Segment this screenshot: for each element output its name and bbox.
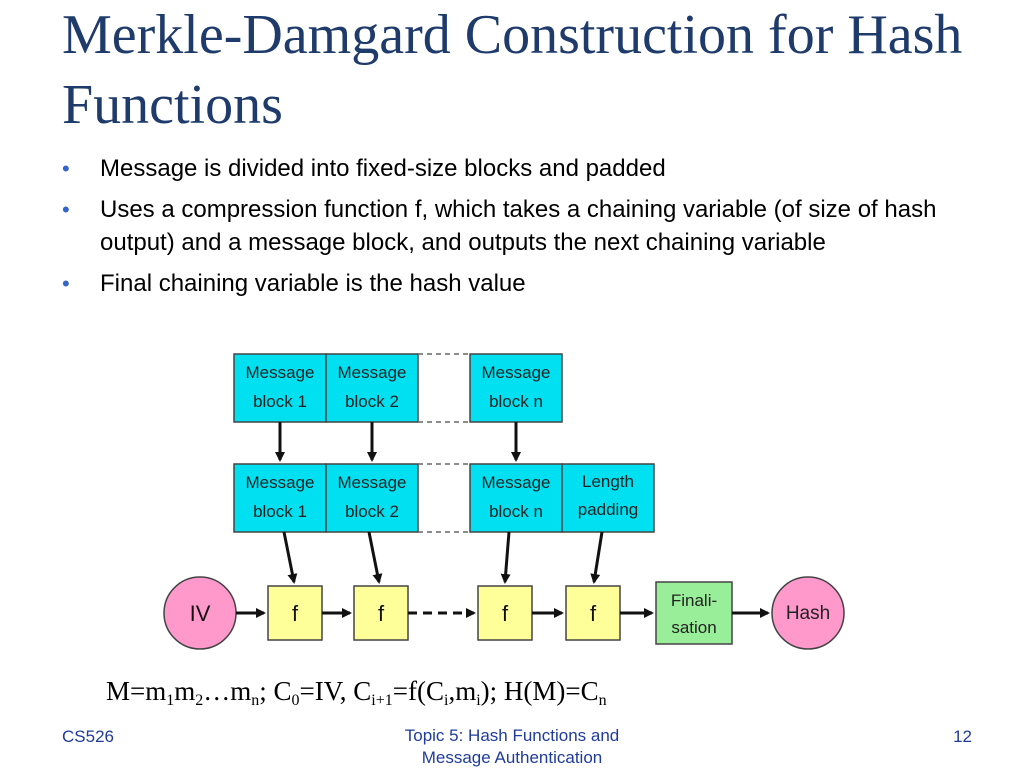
f-box-last-label: f — [590, 601, 597, 626]
formula-part: …m — [203, 676, 252, 706]
top-block-2: Message block 2 — [325, 353, 419, 423]
formula-part: =IV, C — [299, 676, 372, 706]
padded-block-n-line1: Message — [482, 473, 551, 492]
formula-subscript: n — [598, 692, 607, 709]
padded-dashed-gap — [418, 463, 470, 533]
bullet-item: • Uses a compression function f, which ta… — [62, 193, 962, 259]
padded-block-1: Message block 1 — [233, 463, 327, 533]
top-block-2-line2: block 2 — [345, 392, 399, 411]
bullet-text: Final chaining variable is the hash valu… — [100, 270, 526, 297]
f-box-last: f — [565, 585, 621, 641]
length-padding-line2: padding — [578, 500, 639, 519]
length-padding-line1: Length — [582, 472, 634, 491]
f-box-1: f — [267, 585, 323, 641]
formula-part: ,m — [448, 676, 477, 706]
bullet-text: Uses a compression function f, which tak… — [100, 196, 937, 256]
arrow-to-f2 — [367, 531, 383, 584]
footer-page-number: 12 — [953, 727, 972, 746]
top-block-1-line1: Message — [246, 363, 315, 382]
arrow-to-f-last — [590, 531, 604, 584]
bullet-item: • Message is divided into fixed-size bloc… — [62, 152, 962, 185]
iv-circle: IV — [163, 576, 237, 650]
bullet-dot-icon: • — [62, 271, 70, 296]
finalisation-line2: sation — [671, 618, 716, 637]
footer-topic: Topic 5: Hash Functions and Message Auth… — [404, 726, 620, 767]
top-block-n-line1: Message — [482, 363, 551, 382]
top-block-1: Message block 1 — [233, 353, 327, 423]
hash-label: Hash — [786, 603, 830, 624]
padded-block-n-line2: block n — [489, 502, 543, 521]
formula-subscript: i+1 — [371, 692, 393, 709]
f-box-2-label: f — [378, 601, 385, 626]
padded-block-1-line1: Message — [246, 473, 315, 492]
bullet-item: • Final chaining variable is the hash val… — [62, 267, 962, 300]
top-block-2-line1: Message — [338, 363, 407, 382]
formula-part: M=m — [106, 676, 167, 706]
formula-subscript: i — [476, 692, 481, 709]
formula-subscript: 0 — [291, 692, 300, 709]
hash-circle: Hash — [771, 576, 845, 650]
formula-part: =f(C — [392, 676, 444, 706]
padded-block-2-line1: Message — [338, 473, 407, 492]
arrow-to-fn — [500, 531, 511, 584]
formula-subscript: i — [443, 692, 449, 709]
finalisation-box: Finali- sation — [655, 581, 733, 645]
finalisation-line1: Finali- — [671, 591, 717, 610]
padded-block-2-line2: block 2 — [345, 502, 399, 521]
formula-part: ; C — [259, 676, 292, 706]
bullet-dot-icon: • — [62, 197, 70, 222]
formula-part: m — [174, 676, 196, 706]
bullet-text: Message is divided into fixed-size block… — [100, 155, 666, 182]
top-dashed-gap — [418, 353, 470, 423]
formula-subscript: 2 — [195, 692, 204, 709]
formula-subscript: n — [251, 692, 260, 709]
top-block-n: Message block n — [469, 353, 563, 423]
f-box-n: f — [477, 585, 533, 641]
bullet-list: • Message is divided into fixed-size bloc… — [62, 152, 962, 308]
iv-label: IV — [190, 601, 211, 626]
slide-title: Merkle-Damgard Construction for Hash Fun… — [62, 4, 963, 136]
padded-block-1-line2: block 1 — [253, 502, 307, 521]
formula-subscript: 1 — [166, 692, 175, 709]
padded-block-n: Message block n — [469, 463, 563, 533]
formula-part: ); H(M)=C — [480, 676, 599, 706]
f-box-1-label: f — [292, 601, 299, 626]
footer-course: CS526 — [62, 727, 114, 746]
bullet-dot-icon: • — [62, 156, 70, 181]
length-padding-block: Length padding — [561, 463, 655, 533]
f-box-2: f — [353, 585, 409, 641]
f-box-n-label: f — [502, 601, 509, 626]
formula: M=m1m2…mn; C0=IV, Ci+1=f(Ci,mi); H(M)=Cn — [106, 676, 607, 710]
arrow-to-f1 — [282, 531, 298, 584]
top-block-n-line2: block n — [489, 392, 543, 411]
padded-block-2: Message block 2 — [325, 463, 419, 533]
top-block-1-line2: block 1 — [253, 392, 307, 411]
